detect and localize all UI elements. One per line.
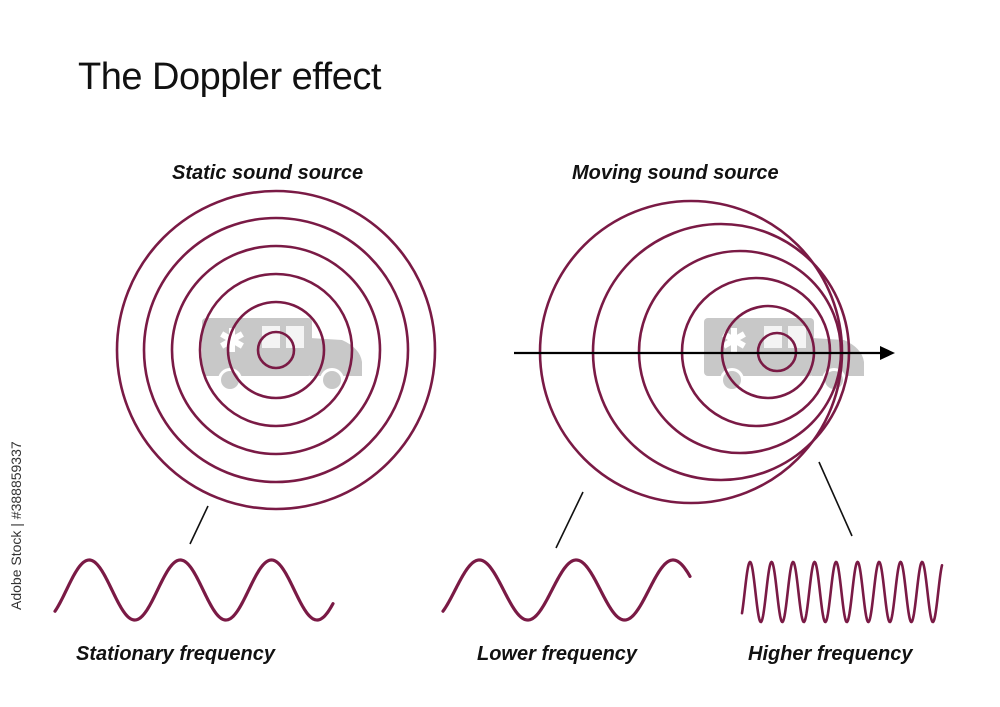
stationary-frequency-label: Stationary frequency [76,643,275,665]
static-circle-2 [226,300,326,400]
stationary-frequency-wave [53,558,335,622]
static-circle-6 [115,189,437,511]
lower-frequency-wave [441,558,692,622]
lower-pointer-line [555,491,584,549]
higher-frequency-wave [740,560,944,624]
moving-source-label: Moving sound source [572,162,779,184]
direction-arrow-icon [514,346,895,360]
static-wave-circles [115,189,437,511]
static-ambulance-icon [202,318,362,392]
static-circle-3 [198,272,354,428]
higher-frequency-label: Higher frequency [748,643,913,665]
static-circle-1 [256,330,296,370]
static-source-label: Static sound source [172,162,364,184]
lower-frequency-label: Lower frequency [477,643,638,665]
higher-pointer-line [818,461,853,537]
static-circle-4 [170,244,382,456]
page-title: The Doppler effect [78,56,381,98]
static-circle-5 [142,216,410,484]
static-pointer-line [189,505,209,545]
